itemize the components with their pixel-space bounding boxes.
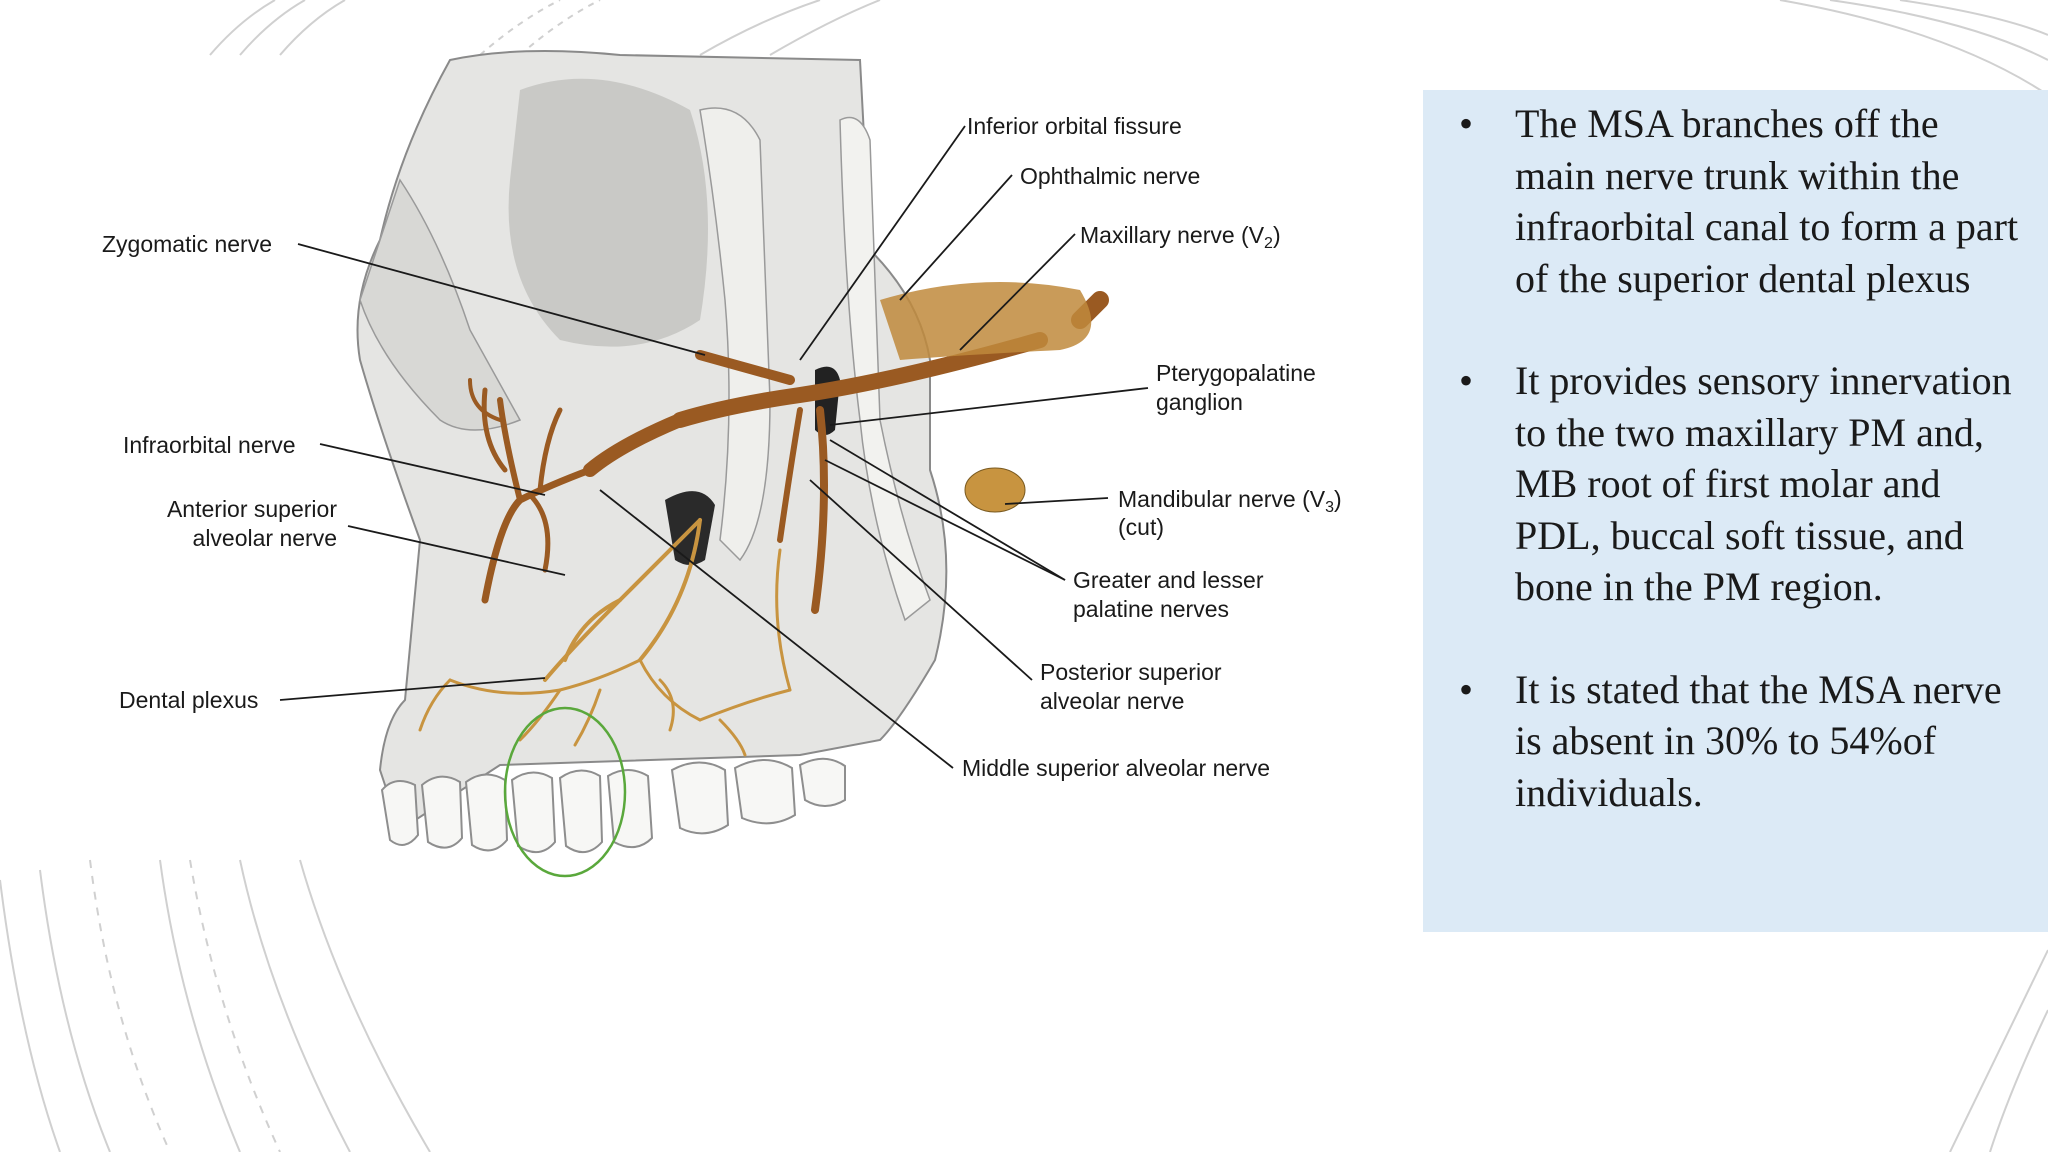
info-panel: • The MSA branches off the main nerve tr… (1423, 90, 2048, 932)
bullet-text: It is stated that the MSA nerve is absen… (1515, 666, 2002, 815)
label-psa-line1: Posterior superior (1040, 659, 1222, 685)
bullet-marker: • (1459, 358, 1474, 403)
leader-lines (279, 125, 1149, 769)
bullet-item: • It provides sensory innervation to the… (1441, 355, 2028, 613)
bullet-marker: • (1459, 101, 1474, 146)
label-mandibular-nerve: Mandibular nerve (V3) (1118, 486, 1342, 516)
label-psa-line2: alveolar nerve (1040, 688, 1184, 714)
infraorbital-branches (468, 378, 594, 604)
label-asa-line2: alveolar nerve (193, 525, 337, 551)
nerve-trunks (583, 282, 1109, 614)
label-maxillary-nerve: Maxillary nerve (V2) (1080, 222, 1281, 252)
maxilla-bone (356, 50, 948, 832)
label-pterygopalatine-line1: Pterygopalatine (1156, 360, 1316, 386)
pterygoid-column (699, 107, 771, 562)
diagram-labels: Inferior orbital fissure Ophthalmic nerv… (102, 113, 1342, 781)
orbit-shadow (508, 78, 708, 347)
label-zygomatic-nerve: Zygomatic nerve (102, 231, 272, 257)
bullet-text: The MSA branches off the main nerve trun… (1515, 101, 2019, 301)
bullet-list: • The MSA branches off the main nerve tr… (1441, 98, 2028, 818)
bullet-item: • The MSA branches off the main nerve tr… (1441, 98, 2028, 304)
bullet-item: • It is stated that the MSA nerve is abs… (1441, 664, 2028, 819)
label-pterygopalatine-line2: ganglion (1156, 389, 1243, 415)
bullet-text: It provides sensory innervation to the t… (1515, 358, 2012, 609)
label-ophthalmic-nerve: Ophthalmic nerve (1020, 163, 1200, 189)
bullet-marker: • (1459, 666, 1474, 712)
teeth (380, 757, 846, 853)
label-inferior-orbital-fissure: Inferior orbital fissure (967, 113, 1182, 139)
label-asa-line1: Anterior superior (167, 496, 337, 522)
maxillary-nerve-diagram: Inferior orbital fissure Ophthalmic nerv… (102, 50, 1342, 878)
label-mandibular-cut: (cut) (1118, 514, 1164, 540)
dental-plexus-branches (418, 518, 792, 757)
label-msa-nerve: Middle superior alveolar nerve (962, 755, 1270, 781)
premolar-highlight-circle (503, 706, 627, 878)
label-dental-plexus: Dental plexus (119, 687, 258, 713)
label-infraorbital-nerve: Infraorbital nerve (123, 432, 296, 458)
zygomatic-process (359, 178, 522, 431)
label-greater-lesser-line2: palatine nerves (1073, 596, 1229, 622)
label-greater-lesser-line1: Greater and lesser (1073, 567, 1264, 593)
